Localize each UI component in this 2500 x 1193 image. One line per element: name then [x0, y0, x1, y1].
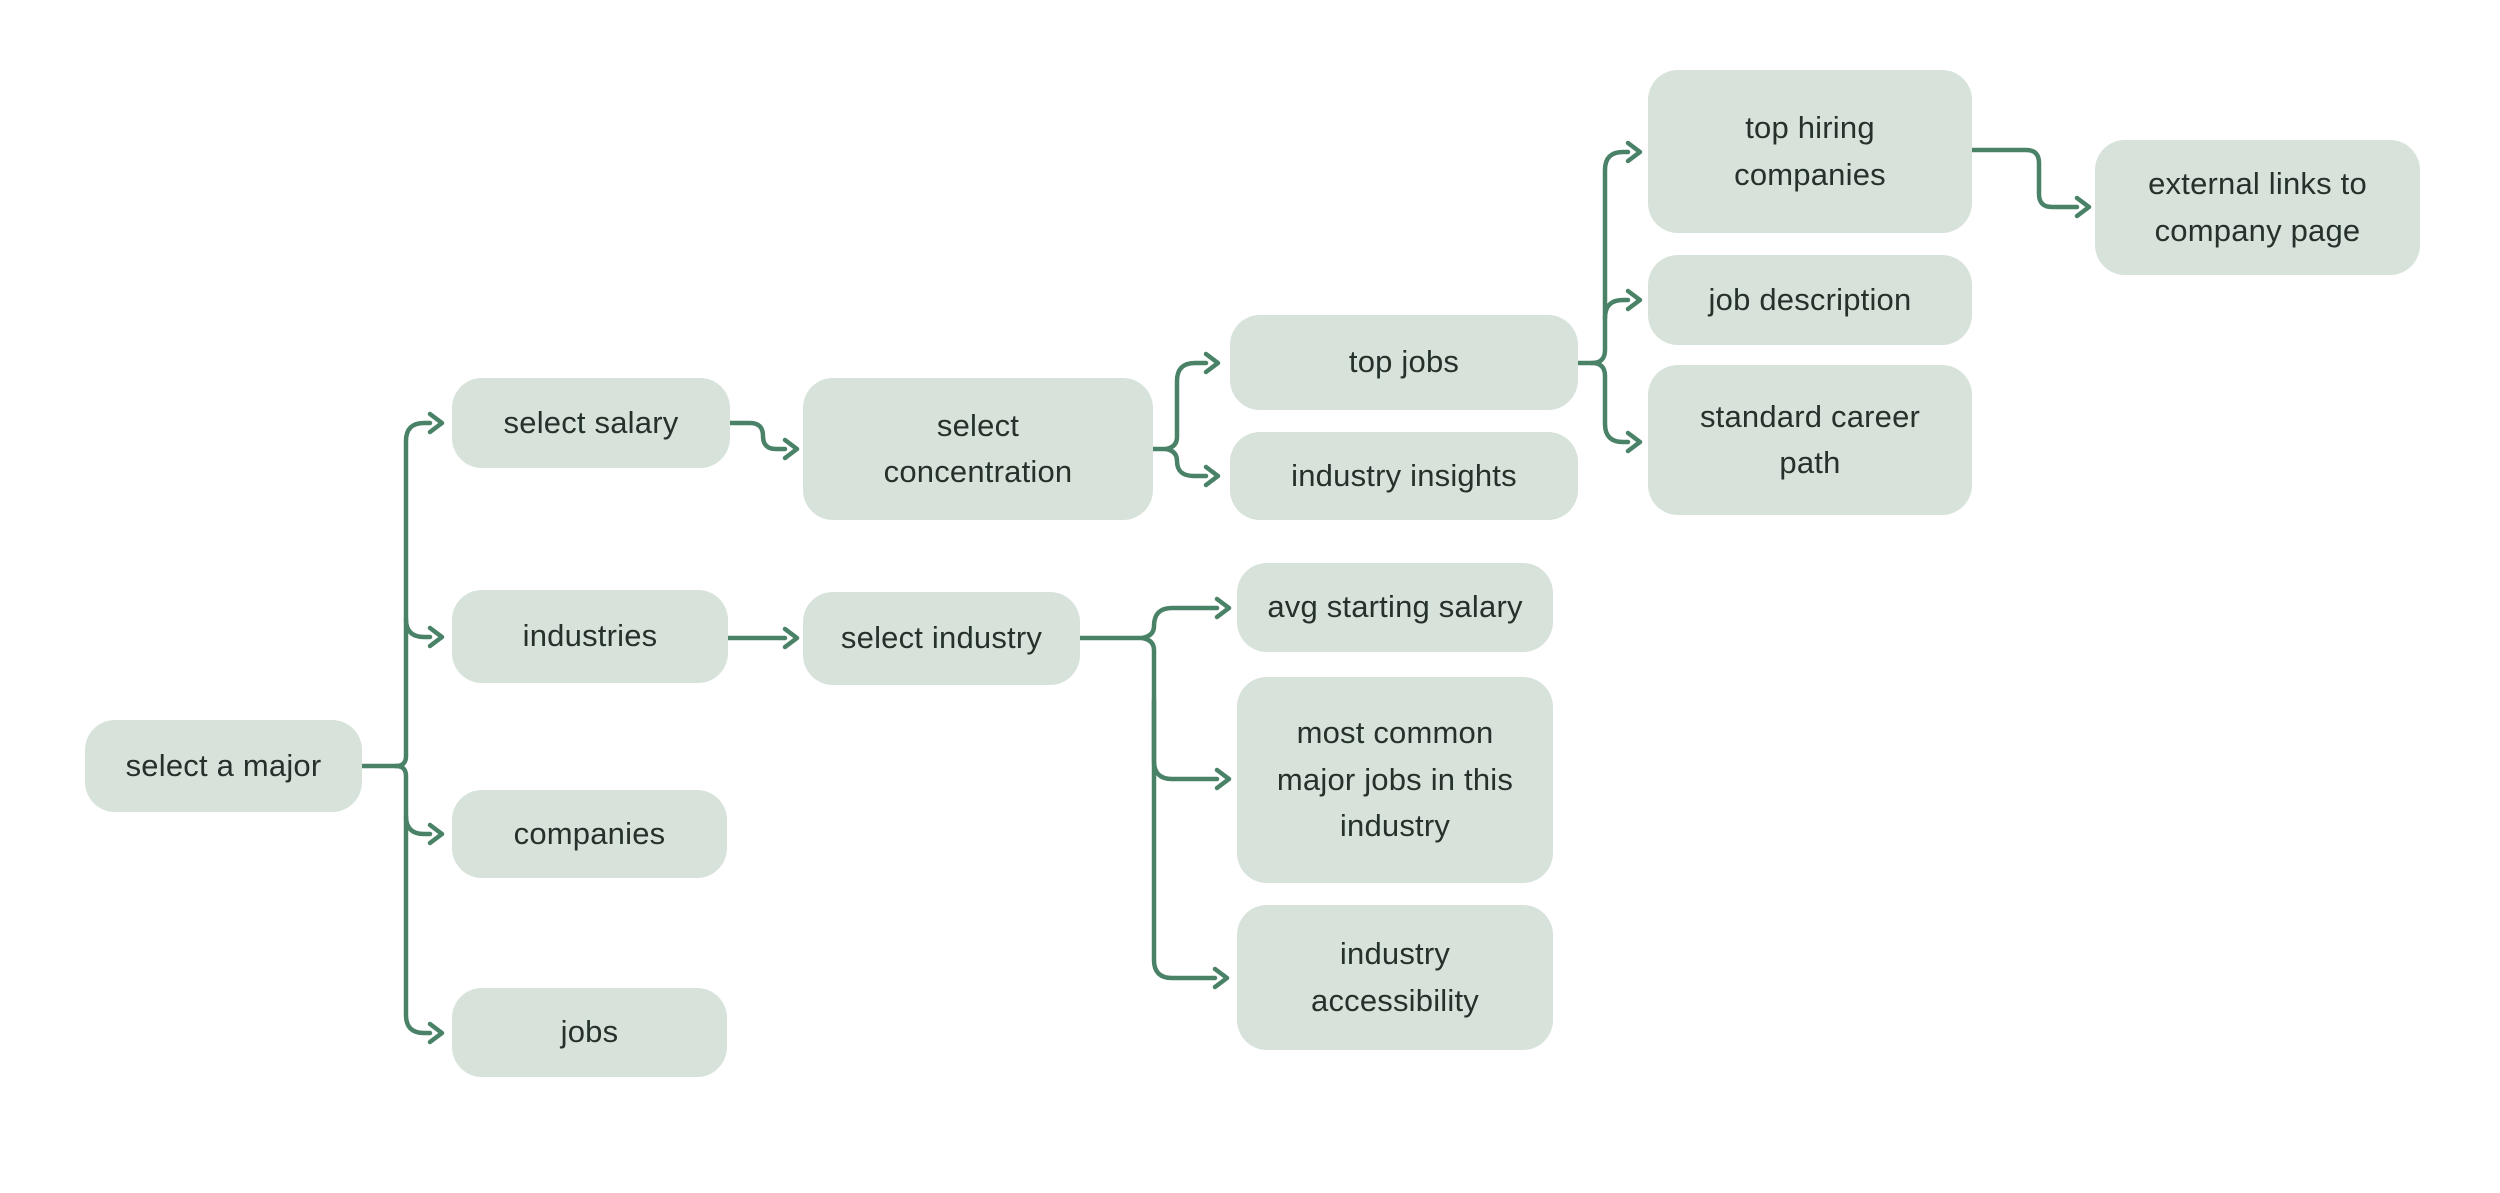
node-label: most common major jobs in this industry [1276, 715, 1514, 844]
node-select-salary: select salary [452, 378, 730, 468]
connector-select-industry-to-avg-starting-salary [1077, 596, 1232, 641]
node-label: industries [522, 618, 658, 654]
node-avg-starting-salary: avg starting salary [1237, 563, 1553, 652]
node-label: avg starting salary [1267, 589, 1523, 625]
node-jobs: jobs [452, 988, 727, 1077]
node-label: external links to company page [2148, 166, 2367, 248]
connector-select-a-major-to-select-salary [393, 411, 445, 769]
node-label: jobs [560, 1014, 619, 1050]
node-label: standard career path [1699, 398, 1921, 481]
node-label: select salary [503, 404, 679, 440]
node-most-common-major-jobs: most common major jobs in this industry [1237, 677, 1553, 883]
node-external-links-to-company-page: external links to company page [2095, 140, 2420, 275]
node-label: companies [513, 815, 666, 851]
connector-industries-to-select-industry [725, 626, 800, 650]
connector-select-concentration-to-top-jobs [1150, 351, 1221, 452]
node-standard-career-path: standard career path [1648, 365, 1972, 515]
node-top-jobs: top jobs [1230, 315, 1578, 410]
node-select-concentration: select concentration [803, 378, 1153, 520]
node-label: job description [1708, 281, 1912, 317]
node-job-description: job description [1648, 255, 1972, 345]
node-industry-insights: industry insights [1230, 432, 1578, 520]
node-label: industry accessibility [1311, 936, 1479, 1018]
node-label: select industry [840, 620, 1043, 656]
connector-top-jobs-to-top-hiring-companies [1575, 140, 1643, 366]
connector-select-salary-to-select-concentration [727, 420, 800, 461]
node-industries: industries [452, 590, 728, 683]
node-select-a-major: select a major [85, 720, 362, 812]
connector-top-hiring-companies-to-external-links [1969, 147, 2092, 219]
node-label: top jobs [1348, 344, 1460, 380]
connector-select-a-major-to-jobs [393, 763, 445, 1045]
connector-top-jobs-to-standard-career-path [1589, 360, 1643, 454]
node-top-hiring-companies: top hiring companies [1648, 70, 1972, 233]
connector-select-concentration-to-industry-insights [1163, 446, 1221, 488]
node-companies: companies [452, 790, 727, 878]
connector-select-a-major-to-industries [403, 616, 445, 649]
node-industry-accessibility: industry accessibility [1237, 905, 1553, 1050]
node-label: select a major [125, 747, 322, 783]
node-label: top hiring companies [1734, 110, 1886, 192]
connector-select-a-major-to-companies [403, 813, 445, 846]
node-label: industry insights [1291, 457, 1517, 493]
connector-select-industry-to-industry-accessibility [1151, 697, 1230, 990]
node-select-industry: select industry [803, 592, 1080, 685]
node-label: select concentration [883, 407, 1073, 490]
connector-top-jobs-to-job-description [1602, 288, 1643, 321]
